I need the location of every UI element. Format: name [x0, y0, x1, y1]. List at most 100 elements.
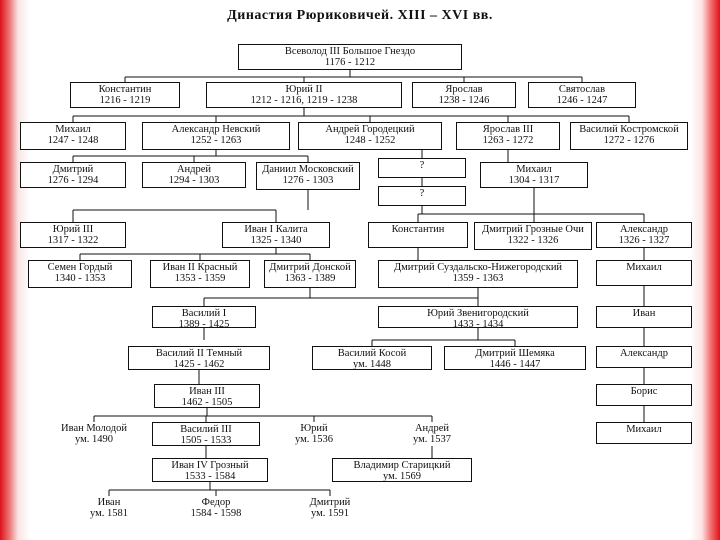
person-years: 1276 - 1294 [47, 175, 99, 186]
person-name: Святослав [558, 84, 606, 95]
person-node-konstantin2: Константин [368, 222, 468, 248]
person-node-alexander3: Александр [596, 346, 692, 368]
person-name: Семен Гордый [47, 262, 113, 273]
person-name: Юрий III [52, 224, 94, 235]
person-years: ум. 1536 [294, 434, 333, 445]
person-name: Даниил Московский [262, 164, 354, 175]
person-name: Всеволод III Большое Гнездо [284, 46, 416, 57]
person-node-boris: Борис [596, 384, 692, 406]
person-name: Андрей [176, 164, 212, 175]
person-name: Дмитрий [52, 164, 94, 175]
person-name: Иван Молодой [61, 423, 127, 434]
person-name: Борис [630, 386, 658, 397]
person-years: 1425 - 1462 [173, 359, 225, 370]
person-years: 1353 - 1359 [174, 273, 226, 284]
person-name: Андрей [414, 423, 450, 434]
person-name: Дмитрий Донской [269, 262, 351, 273]
person-name: Дмитрий Шемяка [475, 348, 555, 359]
person-name: Иван [632, 308, 656, 319]
person-years: 1322 - 1326 [507, 235, 559, 246]
person-node-q2: ? [378, 186, 466, 206]
person-name: Александр [620, 348, 668, 359]
person-years: 1462 - 1505 [181, 397, 233, 408]
person-name: Михаил [55, 124, 91, 135]
person-name: Константин [391, 224, 445, 235]
person-years: 1176 - 1212 [324, 57, 376, 68]
person-years: 1272 - 1276 [603, 135, 655, 146]
person-name: Иван IV Грозный [171, 460, 249, 471]
person-years: 1246 - 1247 [556, 95, 608, 106]
person-name: Василий III [180, 424, 232, 435]
person-name: Федор [201, 497, 231, 508]
person-years: 1340 - 1353 [54, 273, 106, 284]
person-name: Андрей Городецкий [325, 124, 415, 135]
person-name: Василий Костромской [579, 124, 679, 135]
diagram-title: Династия Рюриковичей. XIII – XVI вв. [227, 8, 493, 23]
person-name: Дмитрий [309, 497, 351, 508]
person-node-mikhail4: Михаил [596, 422, 692, 444]
person-years: 1505 - 1533 [180, 435, 232, 446]
person-name: Михаил [626, 262, 662, 273]
person-name: ? [419, 188, 425, 199]
person-years: 1433 - 1434 [452, 319, 504, 328]
person-name: Дмитрий Суздальско-Нижегородский [393, 262, 563, 273]
person-years: 1212 - 1216, 1219 - 1238 [250, 95, 358, 106]
person-name: Иван III [189, 386, 225, 397]
person-node-q1: ? [378, 158, 466, 178]
person-years: 1533 - 1584 [184, 471, 236, 482]
person-name: Юрий Звенигородский [427, 308, 529, 319]
person-node-mikhail3: Михаил [596, 260, 692, 286]
person-name: Ярослав [445, 84, 483, 95]
person-node-ivan_b: Иван [596, 306, 692, 328]
person-years: 1584 - 1598 [190, 508, 242, 519]
person-years: 1326 - 1327 [618, 235, 670, 246]
person-years: 1248 - 1252 [344, 135, 396, 146]
person-years: 1247 - 1248 [47, 135, 99, 146]
person-years: 1359 - 1363 [452, 273, 504, 284]
person-years: 1216 - 1219 [99, 95, 151, 106]
person-years: ум. 1448 [352, 359, 391, 370]
person-name: Дмитрий Грозные Очи [482, 224, 584, 235]
person-years: 1446 - 1447 [489, 359, 541, 370]
person-years: 1252 - 1263 [190, 135, 242, 146]
person-years: ум. 1581 [89, 508, 128, 519]
person-name: Юрий II [285, 84, 323, 95]
person-name: Константин [98, 84, 152, 95]
person-years: 1325 - 1340 [250, 235, 302, 246]
person-name: Михаил [516, 164, 552, 175]
person-name: Михаил [626, 424, 662, 435]
person-years: 1363 - 1389 [284, 273, 336, 284]
person-name: Александр Невский [171, 124, 261, 135]
person-years: ум. 1591 [310, 508, 349, 519]
person-years: ум. 1569 [382, 471, 421, 482]
